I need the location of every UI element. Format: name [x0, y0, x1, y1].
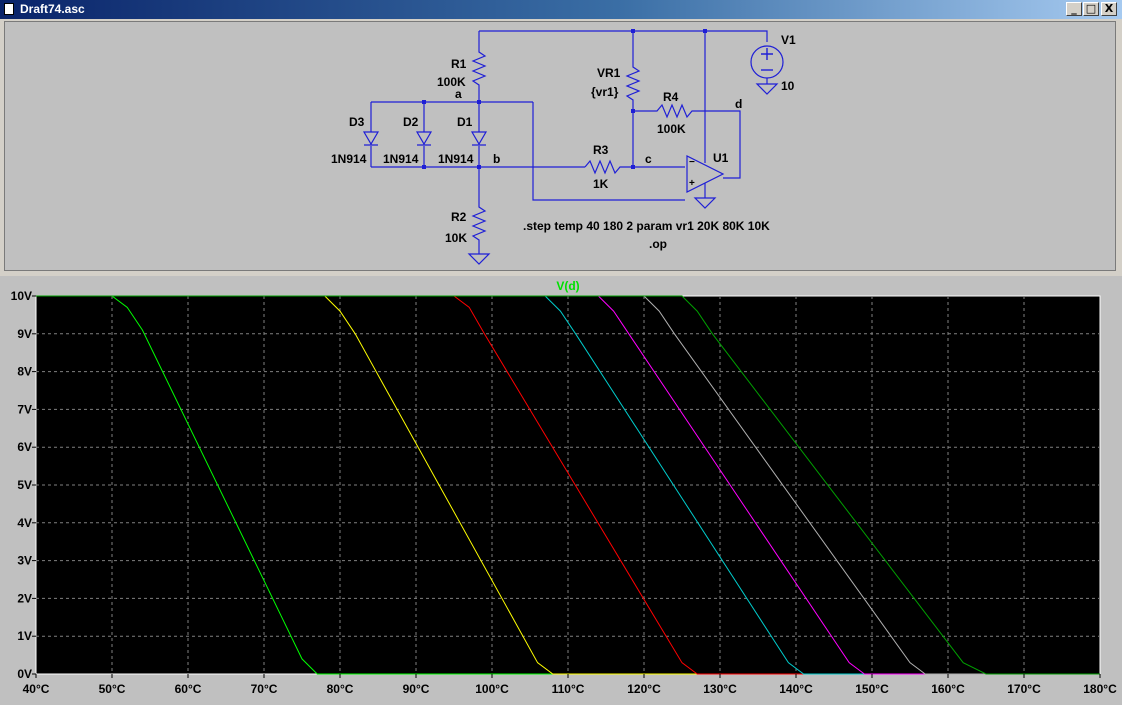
vr1-resistor: [625, 31, 641, 167]
y-tick-label: 5V: [17, 478, 32, 492]
x-tick-label: 60°C: [175, 682, 202, 696]
restore-button[interactable]: □: [1083, 2, 1099, 16]
y-tick-label: 7V: [17, 402, 32, 416]
x-tick-label: 170°C: [1007, 682, 1041, 696]
schematic-editor[interactable]: − + R1 100K a D3 D2 D1 1N914 1N914 1N914…: [4, 21, 1116, 271]
trace-title-vd[interactable]: V(d): [556, 279, 579, 293]
r2-label[interactable]: R2: [451, 210, 467, 224]
y-tick-label: 2V: [17, 591, 32, 605]
x-tick-label: 110°C: [552, 682, 585, 696]
svg-text:+: +: [689, 178, 695, 189]
ground-icon: [467, 253, 491, 265]
ground-icon: [693, 197, 717, 209]
y-tick-label: 1V: [17, 629, 32, 643]
y-tick-label: 9V: [17, 327, 32, 341]
d2-label[interactable]: D2: [403, 115, 419, 129]
y-tick-label: 3V: [17, 554, 32, 568]
x-tick-label: 160°C: [931, 682, 965, 696]
x-tick-label: 140°C: [779, 682, 813, 696]
x-tick-label: 150°C: [855, 682, 889, 696]
waveform-viewer[interactable]: 40°C 50°C 60°C 70°C 80°C 90°C 100°C 110°C 120°C 1…: [0, 276, 1122, 705]
title-bar[interactable]: Draft74.asc _ □ X: [0, 0, 1122, 19]
r1-label[interactable]: R1: [451, 57, 467, 71]
op-directive[interactable]: .op: [649, 237, 667, 251]
step-directive[interactable]: .step temp 40 180 2 param vr1 20K 80K 10…: [523, 219, 770, 233]
close-button[interactable]: X: [1101, 2, 1117, 16]
y-axis-ticks: 0V 1V 2V 3V 4V 5V 6V 7V 8V 9V 10V: [11, 289, 36, 681]
trace-line-7[interactable]: [36, 295, 1100, 675]
plot-grid: [36, 296, 1100, 674]
v1-label[interactable]: V1: [781, 33, 796, 47]
r1-resistor: [471, 31, 487, 102]
y-tick-label: 0V: [17, 667, 32, 681]
r2-value[interactable]: 10K: [445, 231, 467, 245]
v1-value[interactable]: 10: [781, 79, 795, 93]
x-tick-label: 100°C: [475, 682, 509, 696]
d2-diode: [415, 131, 433, 146]
d3-model[interactable]: 1N914: [331, 152, 367, 166]
x-tick-label: 130°C: [703, 682, 737, 696]
x-tick-label: 90°C: [403, 682, 430, 696]
plot-traces: [36, 295, 1100, 675]
node-d-label: d: [735, 97, 742, 111]
wire-top-rail: [479, 30, 768, 42]
d3-diode: [362, 131, 380, 146]
r4-resistor: [633, 103, 741, 179]
node-b-label: b: [493, 152, 500, 166]
u1-label[interactable]: U1: [713, 151, 729, 165]
r3-value[interactable]: 1K: [593, 177, 609, 191]
x-tick-label: 70°C: [251, 682, 278, 696]
document-icon: [4, 3, 14, 15]
r1-value[interactable]: 100K: [437, 75, 466, 89]
d2-model[interactable]: 1N914: [383, 152, 419, 166]
d3-label[interactable]: D3: [349, 115, 365, 129]
r3-resistor: [584, 159, 685, 175]
x-tick-label: 120°C: [627, 682, 661, 696]
vr1-label[interactable]: VR1: [597, 66, 621, 80]
x-axis-ticks: 40°C 50°C 60°C 70°C 80°C 90°C 100°C 110°C 120°C 1…: [23, 674, 1117, 696]
x-tick-label: 80°C: [327, 682, 354, 696]
r4-value[interactable]: 100K: [657, 122, 686, 136]
x-tick-label: 50°C: [99, 682, 126, 696]
y-tick-label: 10V: [11, 289, 32, 303]
y-tick-label: 6V: [17, 440, 32, 454]
node-a-label: a: [455, 87, 462, 101]
ground-icon: [755, 83, 779, 95]
r2-resistor: [471, 167, 487, 254]
r3-label[interactable]: R3: [593, 143, 609, 157]
y-tick-label: 4V: [17, 516, 32, 530]
d1-diode: [470, 131, 488, 146]
vr1-value[interactable]: {vr1}: [591, 85, 619, 99]
x-tick-label: 180°C: [1083, 682, 1117, 696]
x-tick-label: 40°C: [23, 682, 50, 696]
r4-label[interactable]: R4: [663, 90, 679, 104]
window-title: Draft74.asc: [20, 2, 85, 16]
node-c-label: c: [645, 152, 652, 166]
minimize-button[interactable]: _: [1066, 2, 1082, 16]
d1-label[interactable]: D1: [457, 115, 473, 129]
svg-text:−: −: [689, 157, 695, 168]
y-tick-label: 8V: [17, 365, 32, 379]
d1-model[interactable]: 1N914: [438, 152, 474, 166]
